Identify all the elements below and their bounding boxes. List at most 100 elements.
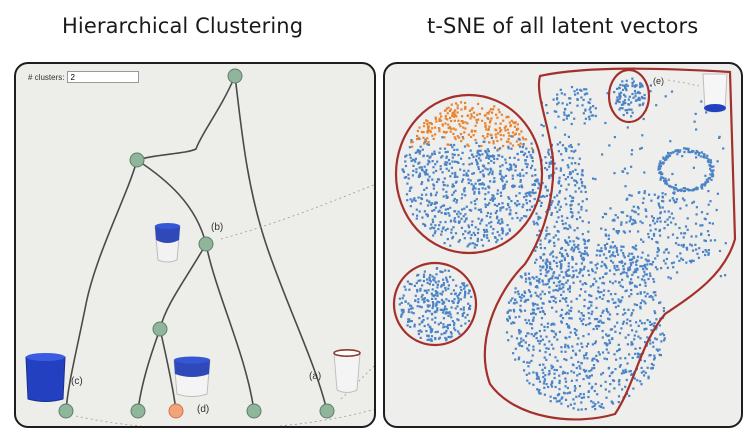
tsne-point — [538, 184, 541, 187]
tsne-point — [450, 292, 453, 295]
tsne-point — [707, 203, 710, 206]
tsne-point — [579, 280, 582, 283]
tsne-point — [507, 301, 511, 304]
tsne-point — [570, 370, 573, 373]
tsne-point — [458, 220, 461, 223]
tsne-point — [528, 278, 531, 281]
tsne-point — [569, 97, 572, 100]
tsne-point — [601, 311, 604, 314]
tsne-point — [454, 128, 457, 131]
tsne-point — [650, 367, 653, 370]
leaf-node-4[interactable] — [246, 403, 262, 419]
root-node[interactable] — [227, 68, 243, 84]
tsne-point — [573, 385, 576, 388]
tsne-point — [453, 143, 456, 147]
tsne-point — [534, 168, 537, 171]
tsne-point — [639, 82, 642, 85]
tsne-point — [592, 177, 595, 180]
tsne-point — [557, 238, 560, 241]
tsne-point — [577, 337, 580, 340]
tsne-point — [421, 216, 424, 219]
tsne-point — [424, 171, 428, 174]
tsne-point — [492, 161, 496, 164]
tsne-point — [501, 230, 505, 233]
tsne-point — [489, 212, 492, 215]
tsne-point — [643, 192, 646, 195]
tsne-point — [631, 82, 634, 85]
tsne-point — [478, 191, 481, 194]
tsne-point — [540, 195, 543, 198]
tsne-point — [633, 210, 636, 213]
tsne-point — [649, 342, 652, 345]
tsne-point — [673, 191, 676, 194]
tsne-point — [665, 154, 669, 157]
tsne-point — [560, 320, 563, 323]
tsne-point — [419, 289, 422, 292]
leaf-node-d[interactable] — [168, 403, 184, 419]
tsne-point — [548, 261, 552, 264]
tsne-point — [590, 261, 593, 264]
tsne-point — [498, 130, 502, 133]
tsne-point — [462, 126, 465, 129]
leaf-node-c[interactable] — [58, 403, 74, 419]
tsne-point — [414, 151, 417, 154]
leaf-node-a[interactable] — [319, 403, 335, 419]
tsne-point — [431, 275, 434, 278]
tsne-point — [629, 324, 632, 327]
tsne-point — [464, 322, 467, 325]
tsne-point — [449, 331, 452, 334]
tsne-point — [617, 395, 621, 398]
tsne-point — [532, 334, 535, 338]
tsne-point — [614, 292, 617, 296]
tsne-point — [575, 395, 578, 398]
tsne-point — [547, 280, 550, 283]
tsne-point — [581, 274, 584, 277]
tsne-point — [561, 102, 564, 105]
tsne-point — [590, 294, 593, 298]
tsne-point — [462, 137, 465, 140]
tsne-point — [531, 276, 534, 279]
tsne-point — [642, 268, 645, 271]
tsne-point — [537, 182, 540, 185]
tsne-point — [716, 160, 719, 163]
tsne-point — [484, 193, 487, 196]
tsne-point — [528, 372, 531, 375]
tsne-point — [674, 187, 677, 190]
tsne-point — [658, 348, 661, 351]
tsne-point — [454, 181, 457, 184]
tsne-point — [541, 309, 544, 313]
tsne-point — [530, 142, 533, 145]
tsne-point — [573, 402, 576, 405]
tsne-point — [473, 199, 476, 203]
tsne-point — [462, 311, 466, 314]
tsne-point — [602, 309, 605, 312]
tsne-point — [436, 160, 439, 163]
tsne-point — [444, 336, 447, 340]
tsne-point — [600, 247, 603, 250]
tsne-point — [514, 347, 517, 350]
tsne-point — [489, 108, 492, 111]
tsne-panel: (e) — [383, 62, 743, 428]
tsne-point — [552, 295, 555, 298]
tsne-point — [633, 219, 636, 222]
tsne-point — [707, 190, 710, 193]
tsne-point — [702, 250, 705, 253]
tsne-point — [526, 347, 529, 350]
clusters-input[interactable] — [67, 71, 140, 83]
tsne-point — [488, 141, 491, 144]
tsne-point — [620, 221, 623, 224]
tsne-point — [553, 368, 556, 371]
edge-l-b — [136, 159, 207, 245]
tsne-point — [410, 141, 413, 144]
tsne-point — [409, 187, 412, 190]
leaf-node-2[interactable] — [130, 403, 146, 419]
tsne-point — [550, 343, 553, 346]
tsne-point — [655, 326, 658, 329]
tsne-point — [605, 333, 608, 336]
tsne-point — [614, 368, 617, 371]
left-node[interactable] — [129, 152, 145, 168]
tsne-point — [434, 337, 437, 340]
tsne-point — [607, 289, 610, 293]
inner-node[interactable] — [152, 321, 168, 337]
node-b[interactable] — [198, 236, 214, 252]
